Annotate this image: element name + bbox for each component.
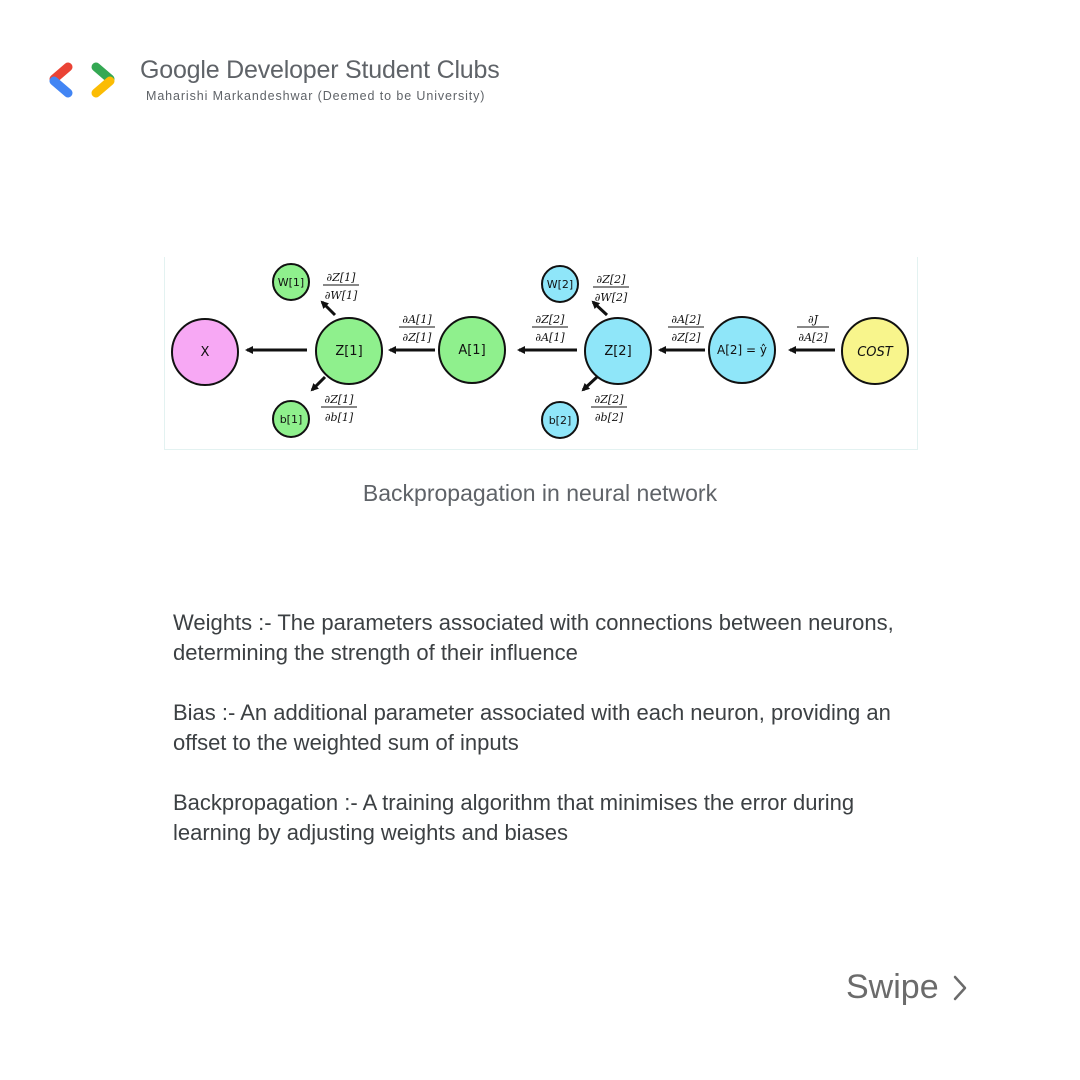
svg-text:∂A[1]: ∂A[1] — [402, 313, 432, 326]
grad-dJ-dA2: ∂J ∂A[2] — [797, 313, 829, 344]
svg-text:COST: COST — [857, 345, 894, 360]
node-cost: COST — [841, 317, 909, 385]
svg-text:∂Z[2]: ∂Z[2] — [536, 313, 566, 326]
arrow-z1-to-b1 — [310, 375, 327, 392]
svg-text:∂b[1]: ∂b[1] — [325, 411, 354, 424]
svg-text:∂Z[1]: ∂Z[1] — [327, 271, 357, 284]
svg-text:∂A[1]: ∂A[1] — [535, 331, 565, 344]
chevron-right-icon — [953, 975, 966, 1000]
definition-backpropagation: Backpropagation :- A training algorithm … — [173, 790, 855, 845]
arrow-z1-to-w1 — [320, 300, 337, 317]
grad-dZ2-dA1: ∂Z[2] ∂A[1] — [532, 313, 568, 344]
diagram-caption: Backpropagation in neural network — [362, 480, 718, 506]
node-a1: A[1] — [438, 316, 506, 384]
svg-text:∂Z[2]: ∂Z[2] — [595, 393, 625, 406]
svg-text:X: X — [201, 345, 210, 360]
definition-weights: Weights :- The parameters associated wit… — [173, 610, 894, 665]
svg-text:A[1]: A[1] — [458, 343, 485, 358]
svg-text:∂Z[1]: ∂Z[1] — [403, 331, 433, 344]
arrow-z2-to-b2 — [581, 375, 599, 392]
svg-text:Z[1]: Z[1] — [335, 344, 362, 359]
svg-text:∂J: ∂J — [808, 313, 819, 326]
backprop-diagram: X Z[1] W[1] b[1] A[1] Z[2] W[2] b[2] — [164, 257, 918, 450]
grad-dZ2-dW2: ∂Z[2] ∂W[2] — [593, 273, 629, 304]
node-z1: Z[1] — [315, 317, 383, 385]
svg-text:∂A[2]: ∂A[2] — [798, 331, 828, 344]
svg-text:A[2] = ŷ: A[2] = ŷ — [717, 343, 767, 357]
svg-text:∂A[2]: ∂A[2] — [671, 313, 701, 326]
node-z2: Z[2] — [584, 317, 652, 385]
swipe-label: Swipe — [846, 968, 939, 1006]
svg-text:b[1]: b[1] — [280, 413, 303, 426]
swipe-button[interactable]: Swipe — [846, 968, 969, 1007]
grad-dA1-dZ1: ∂A[1] ∂Z[1] — [399, 313, 435, 344]
brand-title: Google Developer Student Clubs — [140, 56, 500, 84]
svg-text:W[2]: W[2] — [547, 278, 573, 291]
svg-text:Z[2]: Z[2] — [604, 344, 631, 359]
svg-text:W[1]: W[1] — [278, 276, 304, 289]
node-b1: b[1] — [272, 400, 310, 438]
svg-text:∂Z[2]: ∂Z[2] — [672, 331, 702, 344]
node-a2-yhat: A[2] = ŷ — [708, 316, 776, 384]
svg-text:b[2]: b[2] — [549, 414, 572, 427]
svg-text:∂Z[1]: ∂Z[1] — [325, 393, 355, 406]
grad-dA2-dZ2: ∂A[2] ∂Z[2] — [668, 313, 704, 344]
brand-subtitle: Maharishi Markandeshwar (Deemed to be Un… — [146, 89, 486, 103]
svg-text:∂W[2]: ∂W[2] — [595, 291, 628, 304]
definition-bias: Bias :- An additional parameter associat… — [173, 700, 891, 755]
grad-dZ2-db2: ∂Z[2] ∂b[2] — [591, 393, 627, 424]
gdsc-logo-icon — [49, 62, 115, 98]
brand: Google Developer Student Clubs Maharishi… — [140, 56, 500, 103]
node-x: X — [171, 318, 239, 386]
svg-text:∂W[1]: ∂W[1] — [325, 289, 358, 302]
header: Google Developer Student Clubs Maharishi… — [48, 56, 568, 106]
node-b2: b[2] — [541, 401, 579, 439]
grad-dZ1-db1: ∂Z[1] ∂b[1] — [321, 393, 357, 424]
definitions-list: Weights :- The parameters associated wit… — [173, 608, 933, 878]
node-w2: W[2] — [541, 265, 579, 303]
svg-text:∂Z[2]: ∂Z[2] — [597, 273, 627, 286]
node-w1: W[1] — [272, 263, 310, 301]
grad-dZ1-dW1: ∂Z[1] ∂W[1] — [323, 271, 359, 302]
arrow-z2-to-w2 — [591, 300, 609, 317]
svg-text:∂b[2]: ∂b[2] — [595, 411, 624, 424]
